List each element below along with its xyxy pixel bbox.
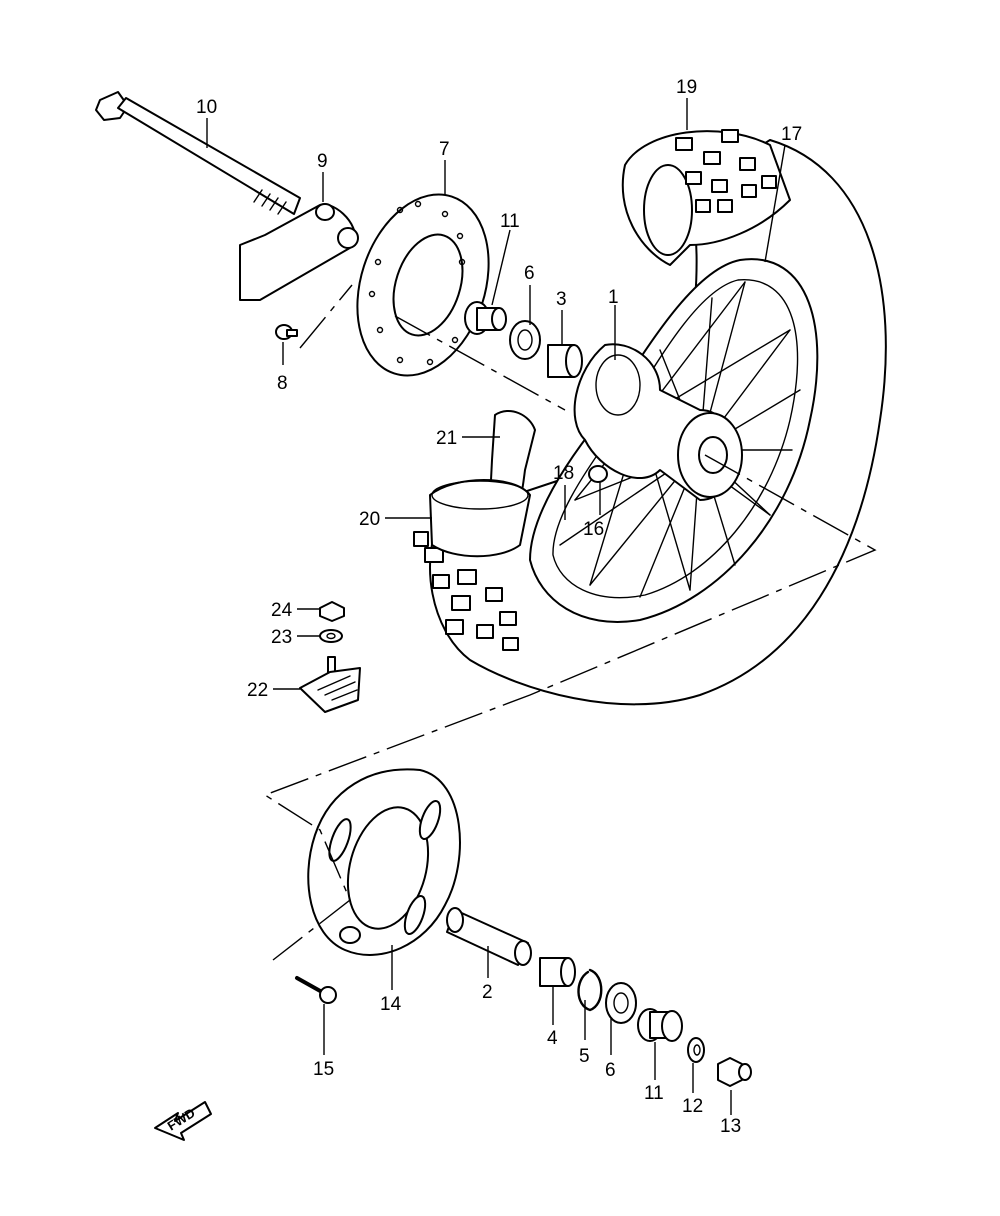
rim-lock-22 <box>299 656 361 713</box>
callout-11-lower: 11 <box>644 1083 664 1104</box>
callout-11-upper: 11 <box>500 211 520 232</box>
brake-disc <box>356 193 490 377</box>
circlip-5 <box>577 968 603 1012</box>
callout-9: 9 <box>317 151 328 172</box>
callout-24: 24 <box>271 600 293 621</box>
rear-sprocket <box>307 768 461 956</box>
bearing-upper <box>509 320 541 360</box>
callout-19: 19 <box>676 77 697 98</box>
callout-4: 4 <box>547 1028 558 1049</box>
washer-12 <box>687 1037 705 1063</box>
assembly-center-lines <box>263 284 877 961</box>
bearing-lower <box>605 982 637 1024</box>
callout-10: 10 <box>196 97 217 118</box>
callout-labels: 1 2 3 4 5 6 6 7 8 9 10 11 11 12 13 14 15… <box>196 77 802 1137</box>
callout-18: 18 <box>553 463 574 484</box>
forward-arrow-icon: FWD <box>154 1101 212 1141</box>
wheel-hub <box>573 343 743 501</box>
callout-21: 21 <box>436 428 457 449</box>
axle-nut-13 <box>717 1057 752 1087</box>
callout-5: 5 <box>579 1046 590 1067</box>
callout-2: 2 <box>482 982 493 1003</box>
bolt-8 <box>275 324 298 340</box>
bushing-4 <box>539 957 576 987</box>
inner-tube-section <box>429 479 531 558</box>
callout-17: 17 <box>781 124 802 145</box>
nut-24 <box>319 601 345 622</box>
collar-upper <box>464 301 507 335</box>
spoke-nipple <box>588 465 608 483</box>
spacer-3 <box>547 344 583 378</box>
leader-lines <box>206 98 786 1115</box>
spacer-2 <box>446 907 532 966</box>
tire-section <box>621 129 791 266</box>
callout-7: 7 <box>439 139 450 160</box>
callout-1: 1 <box>608 287 619 308</box>
callout-14: 14 <box>380 994 402 1015</box>
callout-16: 16 <box>583 519 604 540</box>
callout-23: 23 <box>271 627 292 648</box>
callout-3: 3 <box>556 289 567 310</box>
chain-adjuster <box>239 203 359 301</box>
washer-23 <box>319 629 343 643</box>
callout-12: 12 <box>682 1096 703 1117</box>
rear-axle <box>95 91 301 215</box>
collar-lower <box>637 1008 683 1042</box>
callout-8: 8 <box>277 373 288 394</box>
callout-6-upper: 6 <box>524 263 535 284</box>
callout-6-lower: 6 <box>605 1060 616 1081</box>
callout-13: 13 <box>720 1116 741 1137</box>
callout-22: 22 <box>247 680 268 701</box>
sprocket-bolt-15 <box>295 976 337 1004</box>
callout-15: 15 <box>313 1059 334 1080</box>
callout-20: 20 <box>359 509 380 530</box>
